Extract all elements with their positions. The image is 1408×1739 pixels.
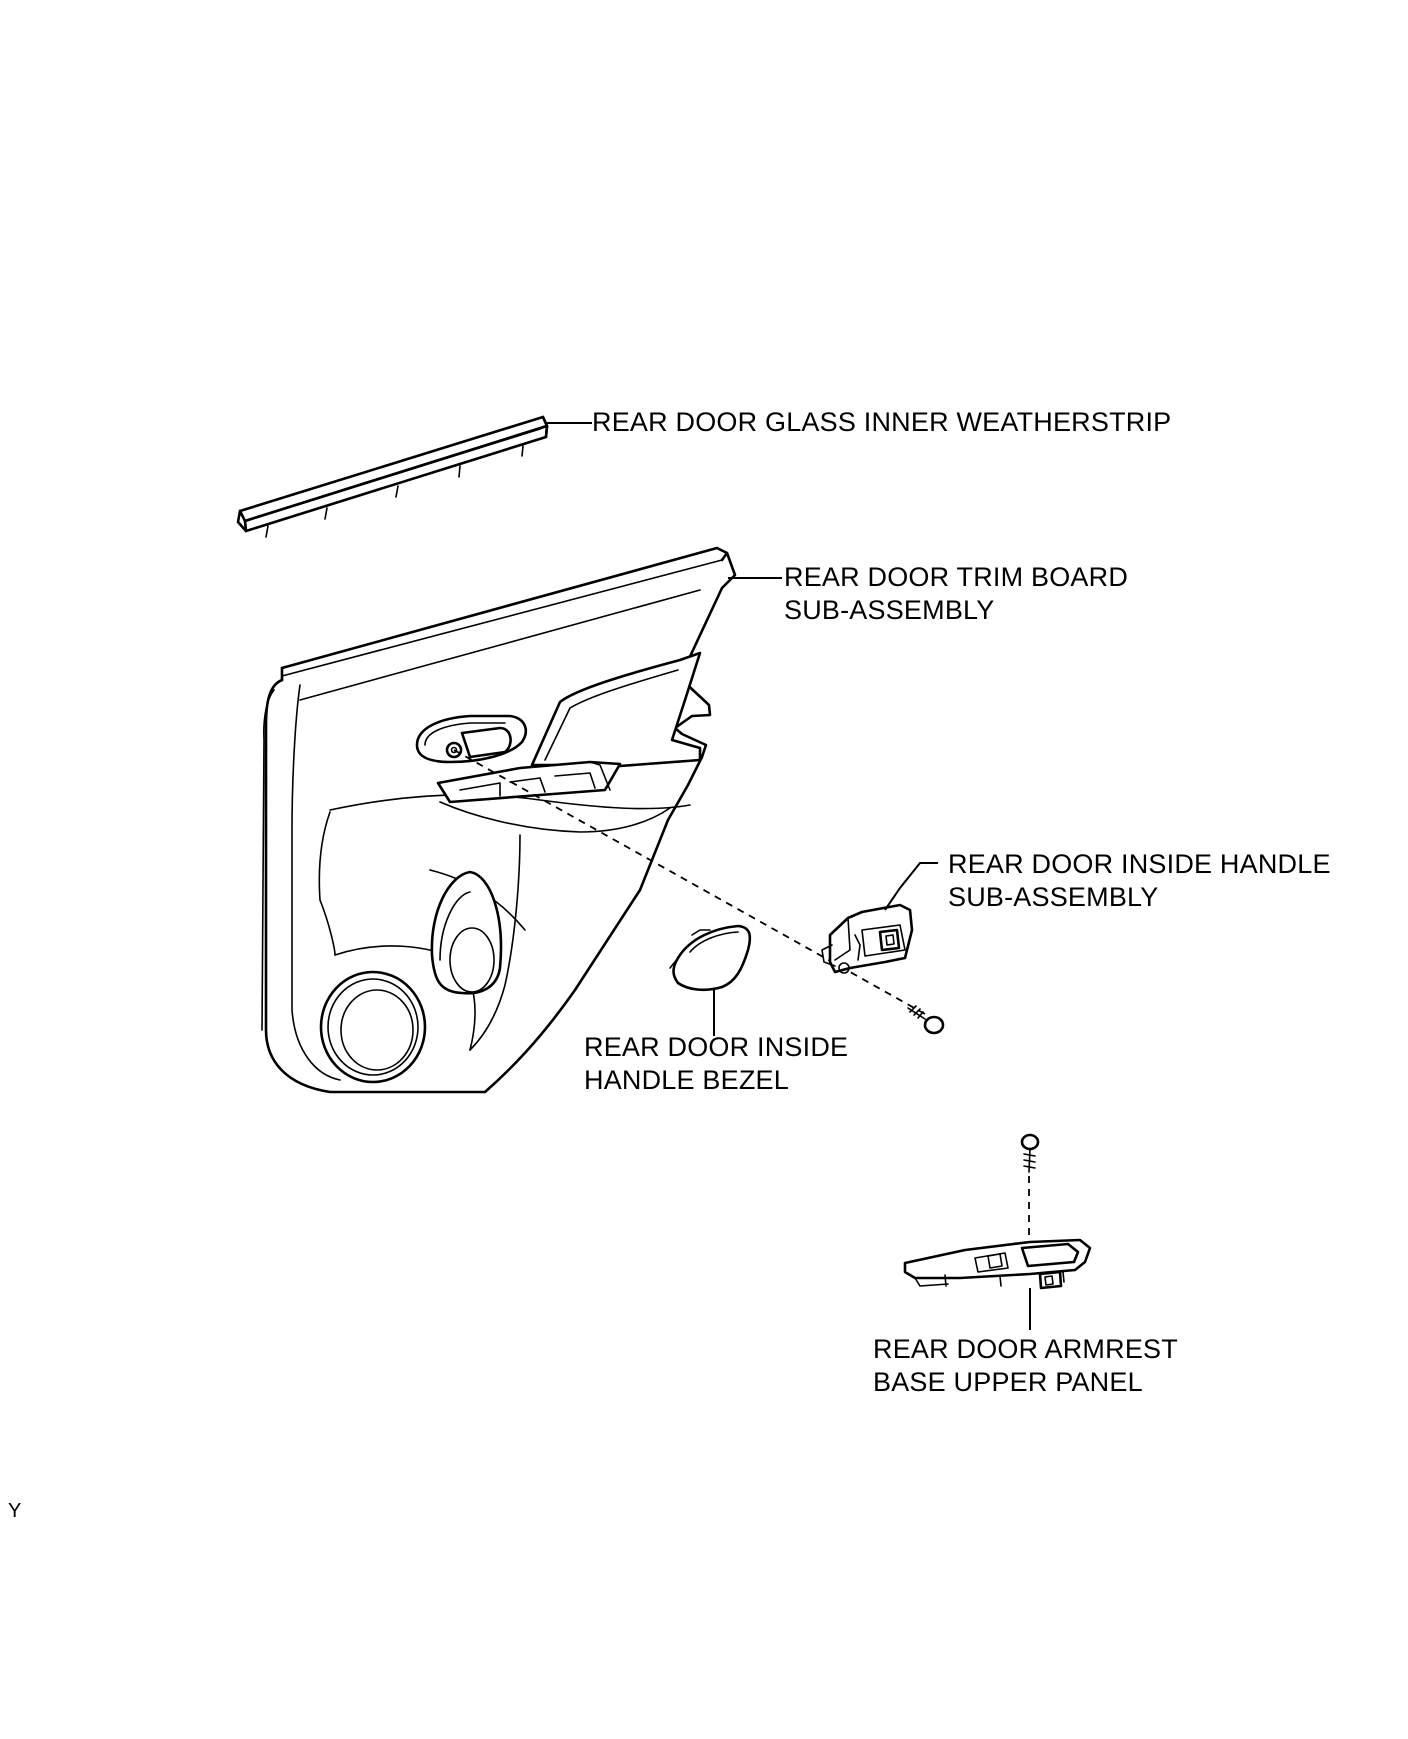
label-handle-bezel-line-1: REAR DOOR INSIDE bbox=[584, 1032, 849, 1062]
label-handle-bezel-line-2: HANDLE BEZEL bbox=[584, 1065, 789, 1095]
label-weatherstrip: REAR DOOR GLASS INNER WEATHERSTRIP bbox=[592, 406, 1171, 439]
armrest-screw-illustration bbox=[1020, 1133, 1040, 1173]
label-handle-bezel: REAR DOOR INSIDE HANDLE BEZEL bbox=[584, 1031, 848, 1097]
label-inside-handle-line-1: REAR DOOR INSIDE HANDLE bbox=[948, 849, 1331, 879]
label-inside-handle-line-2: SUB-ASSEMBLY bbox=[948, 882, 1159, 912]
reference-mark: Y bbox=[8, 1500, 22, 1522]
label-armrest-panel-line-1: REAR DOOR ARMREST bbox=[873, 1334, 1178, 1364]
trim-board-illustration bbox=[261, 546, 737, 1094]
handle-bezel-illustration bbox=[669, 924, 752, 992]
label-weatherstrip-line-1: REAR DOOR GLASS INNER WEATHERSTRIP bbox=[592, 407, 1172, 437]
label-trim-board: REAR DOOR TRIM BOARD SUB-ASSEMBLY bbox=[784, 561, 1128, 627]
label-inside-handle: REAR DOOR INSIDE HANDLE SUB-ASSEMBLY bbox=[948, 848, 1331, 914]
label-armrest-panel-line-2: BASE UPPER PANEL bbox=[873, 1367, 1143, 1397]
label-armrest-panel: REAR DOOR ARMREST BASE UPPER PANEL bbox=[873, 1333, 1178, 1399]
weatherstrip-illustration bbox=[236, 415, 549, 538]
label-trim-board-line-1: REAR DOOR TRIM BOARD bbox=[784, 562, 1129, 592]
inside-handle-leader-line bbox=[884, 862, 938, 911]
label-trim-board-line-2: SUB-ASSEMBLY bbox=[784, 595, 995, 625]
armrest-panel-illustration bbox=[903, 1238, 1092, 1290]
inside-handle-illustration bbox=[821, 903, 914, 974]
handle-screw-illustration bbox=[907, 1005, 945, 1035]
